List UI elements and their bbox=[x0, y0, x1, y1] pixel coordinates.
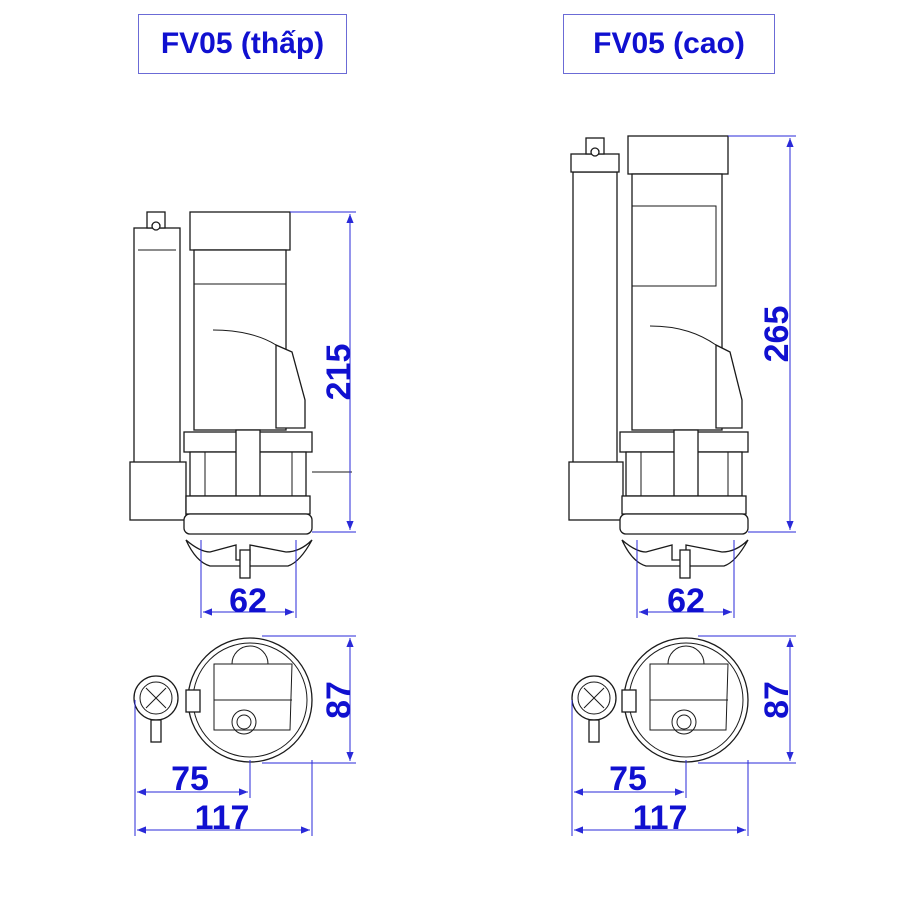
float-cap bbox=[189, 211, 291, 251]
overflow-base bbox=[129, 461, 187, 521]
high-model-plan-view bbox=[571, 637, 749, 763]
dimension-diameter-low: 87 bbox=[320, 681, 358, 719]
title-low-model: FV05 (thấp) bbox=[138, 14, 347, 74]
dimension-width-low: 62 bbox=[229, 582, 267, 620]
low-model-plan-dimensions: 87 75 117 bbox=[134, 635, 358, 837]
dimension-overall-high: 117 bbox=[633, 799, 688, 837]
float-cap bbox=[627, 135, 729, 175]
dimension-diameter-high: 87 bbox=[758, 681, 796, 719]
seal-flap bbox=[185, 539, 313, 567]
dimension-overall-low: 117 bbox=[195, 799, 250, 837]
overflow-tube bbox=[133, 227, 181, 465]
title-high-model: FV05 (cao) bbox=[563, 14, 775, 74]
dimension-height-low: 215 bbox=[320, 344, 358, 401]
dimension-width-high: 62 bbox=[667, 582, 705, 620]
low-model-plan-view bbox=[133, 637, 313, 763]
high-model-plan-dimensions: 87 75 117 bbox=[571, 635, 796, 837]
dimension-offset-high: 75 bbox=[609, 760, 647, 798]
float-body bbox=[193, 249, 287, 431]
low-model-dimensions: 215 62 bbox=[200, 211, 358, 620]
dimension-offset-low: 75 bbox=[171, 760, 209, 798]
high-model-dimensions: 265 62 bbox=[636, 135, 796, 620]
dimension-height-high: 265 bbox=[758, 306, 796, 363]
overflow-tube bbox=[572, 171, 618, 465]
high-model-side-view bbox=[568, 135, 749, 579]
low-model-side-view bbox=[129, 211, 352, 579]
